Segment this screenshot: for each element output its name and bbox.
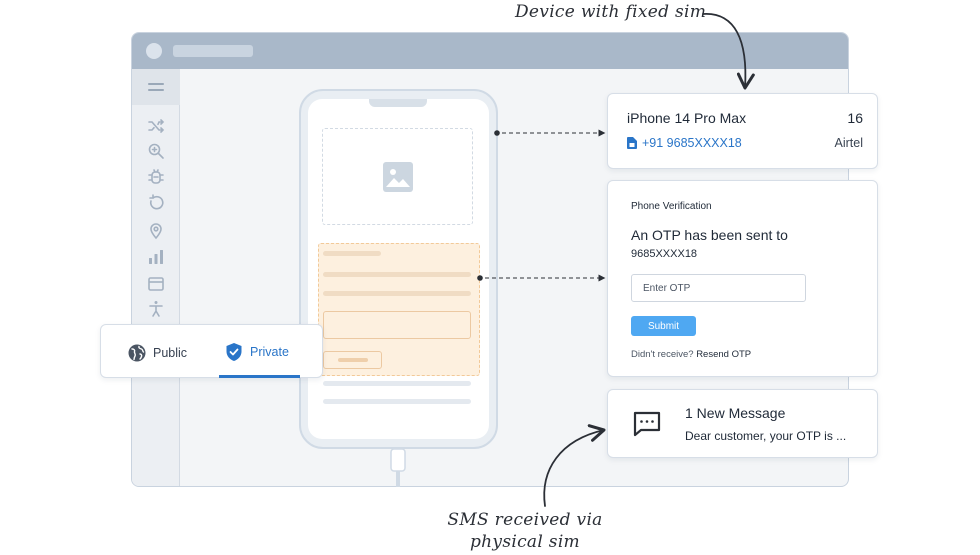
charging-cable xyxy=(390,449,406,487)
otp-input[interactable] xyxy=(631,274,806,302)
verification-label: Phone Verification xyxy=(631,201,712,212)
resend-prompt: Didn't receive? xyxy=(631,349,694,360)
image-placeholder xyxy=(322,128,473,225)
phone-notch xyxy=(369,99,427,107)
phone-verification-card: Phone Verification An OTP has been sent … xyxy=(607,180,878,377)
accessibility-icon[interactable] xyxy=(146,299,166,319)
message-icon xyxy=(633,411,661,437)
resend-otp-link[interactable]: Resend OTP xyxy=(696,349,752,360)
public-label: Public xyxy=(153,346,188,360)
title-placeholder xyxy=(173,45,253,57)
submit-button[interactable]: Submit xyxy=(631,316,696,336)
window-dot xyxy=(146,43,162,59)
sms-body: Dear customer, your OTP is ... xyxy=(685,429,847,443)
sms-annotation: SMS received via physical sim xyxy=(440,509,610,553)
sms-annotation-line2: physical sim xyxy=(470,532,580,552)
device-count: 16 xyxy=(847,110,863,126)
form-line xyxy=(323,272,471,277)
globe-icon xyxy=(128,344,146,362)
window-icon[interactable] xyxy=(146,274,166,294)
shuffle-icon[interactable] xyxy=(146,116,166,136)
content-line xyxy=(323,381,471,386)
content-line xyxy=(323,399,471,404)
form-line xyxy=(323,291,471,296)
shield-check-icon xyxy=(226,343,242,361)
rotate-icon[interactable] xyxy=(146,193,166,213)
form-line xyxy=(323,251,381,256)
image-icon xyxy=(383,162,413,192)
selected-indicator xyxy=(219,375,300,378)
device-name: iPhone 14 Pro Max xyxy=(627,110,747,126)
private-option[interactable]: Private xyxy=(225,342,289,362)
zoom-icon[interactable] xyxy=(146,141,166,161)
sms-title: 1 New Message xyxy=(685,405,786,421)
bug-icon[interactable] xyxy=(146,167,166,187)
menu-icon[interactable] xyxy=(148,82,164,92)
resend-row: Didn't receive? Resend OTP xyxy=(631,349,751,360)
verification-heading: An OTP has been sent to xyxy=(631,227,788,243)
form-input-placeholder xyxy=(323,311,471,339)
device-annotation: Device with fixed sim xyxy=(515,2,707,22)
verification-number: 9685XXXX18 xyxy=(631,248,698,260)
visibility-toggle: Public Private xyxy=(100,324,323,378)
form-highlight xyxy=(318,243,480,376)
device-card[interactable]: iPhone 14 Pro Max 16 +91 9685XXXX18 Airt… xyxy=(607,93,878,169)
form-button-placeholder xyxy=(323,351,382,369)
sidebar xyxy=(132,69,180,486)
sim-card-icon xyxy=(627,137,637,149)
bar-chart-icon[interactable] xyxy=(146,247,166,267)
sms-annotation-line1: SMS received via xyxy=(447,510,603,530)
sidebar-menu-area[interactable] xyxy=(132,69,180,105)
carrier-name: Airtel xyxy=(834,136,863,150)
location-pin-icon[interactable] xyxy=(146,220,166,240)
sms-notification-card[interactable]: 1 New Message Dear customer, your OTP is… xyxy=(607,389,878,458)
title-bar xyxy=(132,33,848,69)
private-label: Private xyxy=(250,345,289,359)
sim-number: +91 9685XXXX18 xyxy=(642,136,742,150)
public-option[interactable]: Public xyxy=(128,343,187,363)
